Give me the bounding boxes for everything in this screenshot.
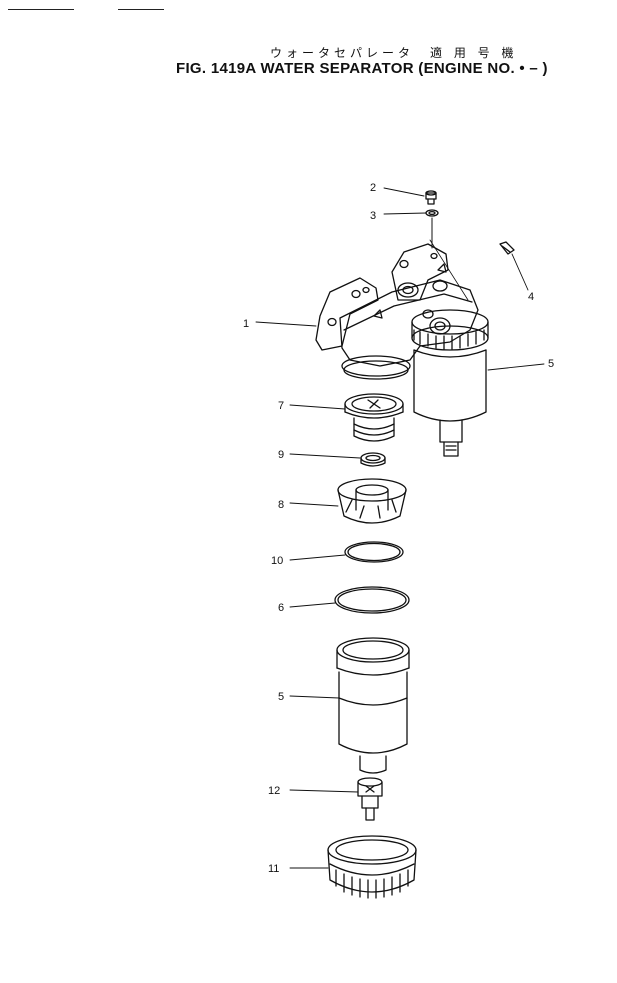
part-5-filter-bowl	[336, 637, 410, 774]
part-11-ring-nut	[327, 835, 417, 899]
part-3-washer	[425, 209, 439, 217]
callout-10: 10	[271, 555, 283, 567]
callout-4: 4	[528, 291, 534, 303]
corner-rule-right	[118, 9, 164, 10]
callout-5-top: 5	[548, 358, 554, 370]
callout-6: 6	[278, 602, 284, 614]
figure-title: FIG. 1419A WATER SEPARATOR (ENGINE NO. •…	[176, 60, 548, 77]
callout-11: 11	[268, 863, 279, 875]
title-japanese: ウォータセパレータ 適 用 号 機	[270, 46, 518, 60]
callout-1: 1	[243, 318, 249, 330]
part-6-o-ring	[334, 586, 410, 614]
callout-12: 12	[268, 785, 280, 797]
part-7-element	[344, 393, 404, 442]
part-8-baffle	[337, 478, 407, 524]
callout-5-bottom: 5	[278, 691, 284, 703]
part-4-plug	[499, 241, 515, 255]
callout-7: 7	[278, 400, 284, 412]
part-2-plug	[425, 190, 437, 205]
corner-rule-left	[8, 9, 74, 10]
part-12-drain-plug	[357, 777, 383, 821]
part-9-seal	[360, 452, 386, 467]
part-5-filter-assembled	[411, 309, 489, 457]
callout-3: 3	[370, 210, 376, 222]
callout-8: 8	[278, 499, 284, 511]
callout-2: 2	[370, 182, 376, 194]
callout-9: 9	[278, 449, 284, 461]
part-10-o-ring	[344, 541, 404, 563]
part-1-separator-head	[315, 243, 479, 380]
leader-lines	[255, 187, 545, 869]
